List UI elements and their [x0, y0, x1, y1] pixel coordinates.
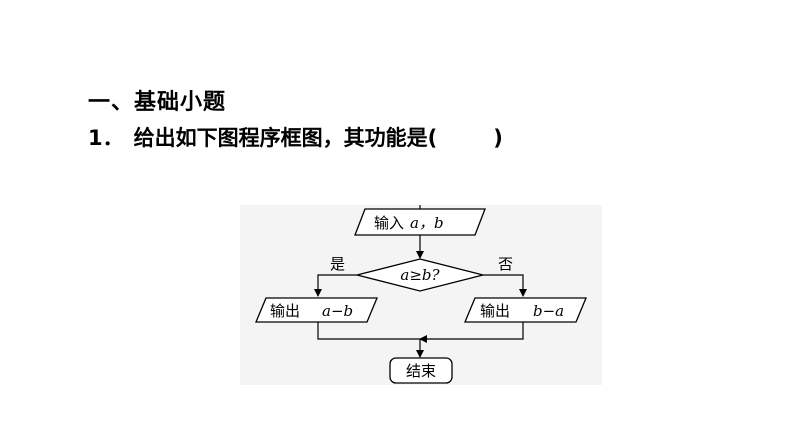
merge-right-line [419, 322, 524, 343]
yes-branch-line [314, 274, 357, 297]
yes-label: 是 [330, 255, 345, 273]
input-label: 输入 [374, 214, 404, 232]
end-terminal [389, 357, 453, 384]
question-close-paren: ) [493, 126, 503, 150]
output-right-expr: b−a [533, 302, 564, 320]
no-label: 否 [498, 255, 513, 273]
question-number: 1． [88, 126, 124, 150]
input-vars: a，b [410, 214, 444, 232]
output-right-box [464, 297, 587, 323]
question-text: 给出如下图程序框图，其功能是( [133, 126, 438, 150]
decision-text: a≥b? [400, 266, 440, 284]
end-label: 结束 [406, 362, 436, 380]
merge-left-line [317, 322, 420, 340]
output-left-expr: a−b [322, 302, 353, 320]
decision-diamond [356, 258, 484, 292]
flowchart: 输入 a，b a≥b? 是 否 输出 a−b 输出 b−a 结束 [240, 205, 602, 385]
no-branch-line [483, 274, 527, 297]
question-1: 1． 给出如下图程序框图，其功能是() [88, 122, 503, 152]
output-right-label: 输出 [480, 302, 510, 320]
output-left-label: 输出 [270, 302, 300, 320]
output-left-box [255, 297, 378, 323]
section-title: 一、基础小题 [88, 90, 227, 115]
input-box [354, 208, 486, 236]
